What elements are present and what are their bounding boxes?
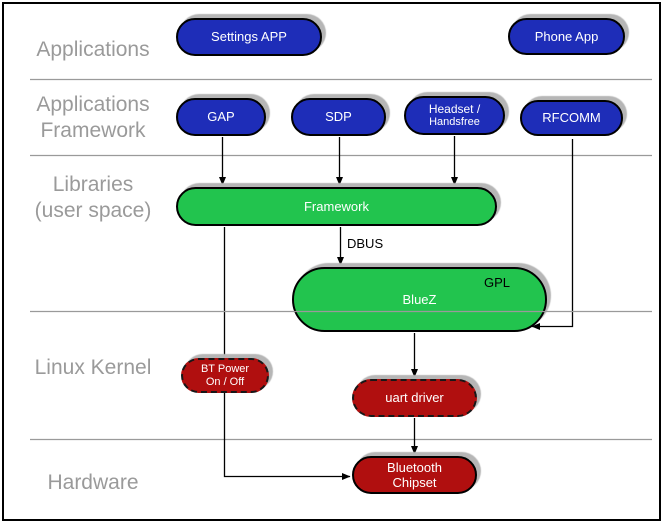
edges-layer	[30, 78, 652, 480]
layer-label-applications-framework: Applications Framework	[8, 92, 178, 144]
node-label: Handsfree	[429, 115, 480, 128]
layer-label-libraries: Libraries (user space)	[8, 172, 178, 224]
node-label: On / Off	[205, 375, 245, 388]
node-headset-handsfree: Headset / Handsfree	[404, 96, 505, 135]
node-label: Settings APP	[211, 29, 287, 44]
node-uart-driver: uart driver	[352, 379, 477, 417]
node-label: BT Power	[200, 362, 250, 375]
node-rfcomm: RFCOMM	[520, 100, 623, 136]
node-phone-app: Phone App	[508, 18, 625, 55]
node-bt-power: BT Power On / Off	[181, 358, 269, 393]
layer-label-text: (user space)	[34, 199, 152, 222]
node-label: Headset /	[428, 101, 481, 116]
node-label: Framework	[303, 198, 369, 214]
node-label: BlueZ	[402, 291, 437, 307]
layer-label-text: Applications	[36, 93, 150, 116]
arrow-framework-to-chipset	[223, 227, 351, 480]
node-label: SDP	[325, 109, 352, 124]
layer-label-applications: Applications	[8, 37, 178, 63]
layer-label-text: Linux Kernel	[34, 356, 152, 379]
layer-label-text: Framework	[40, 119, 146, 142]
node-framework: Framework	[176, 187, 497, 226]
node-sdp: SDP	[291, 98, 386, 136]
node-label: uart driver	[385, 390, 444, 405]
node-label: Chipset	[392, 475, 437, 490]
node-settings-app: Settings APP	[176, 18, 322, 56]
node-label: Bluetooth	[387, 460, 442, 475]
bluez-gpl-tag: GPL	[484, 275, 511, 290]
node-bluetooth-chipset: Bluetooth Chipset	[352, 456, 477, 494]
layer-label-text: Applications	[36, 38, 150, 61]
node-label: RFCOMM	[542, 110, 601, 125]
edge-label-dbus: DBUS	[347, 236, 384, 251]
node-bluez: BlueZ	[292, 267, 547, 332]
node-label: Phone App	[534, 28, 599, 44]
node-gap: GAP	[176, 98, 266, 136]
layer-label-linux-kernel: Linux Kernel	[8, 355, 178, 381]
arrow-rfcomm-to-bluez	[531, 139, 574, 330]
layer-label-text: Libraries	[52, 173, 134, 196]
node-label: GAP	[207, 109, 235, 124]
layer-label-text: Hardware	[47, 471, 139, 494]
layer-label-hardware: Hardware	[8, 470, 178, 496]
